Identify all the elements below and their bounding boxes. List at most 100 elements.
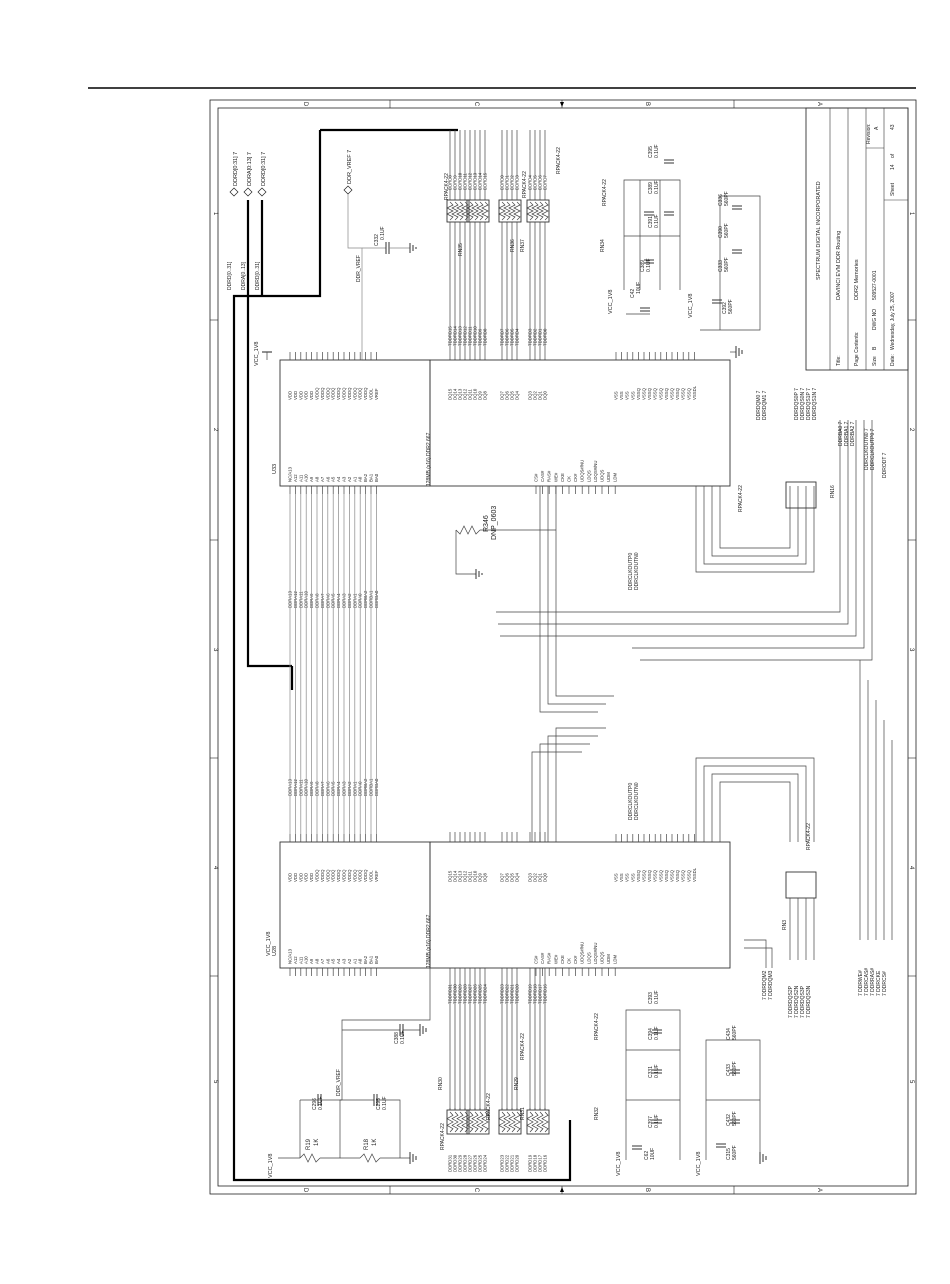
u28-pin-addr: A1 — [352, 958, 357, 964]
c390u-ref: C389 — [648, 182, 654, 194]
rpack-label-l4: RPACK4-22 — [594, 1013, 600, 1040]
ground-upper — [730, 346, 743, 358]
u28-pin-vss: VSSQ — [653, 869, 658, 882]
resistor-pack-element — [471, 1111, 479, 1133]
u33-pin-pwr: VDD — [288, 391, 293, 400]
u33-pin-dq: DQ15 — [448, 388, 453, 400]
r346-resistor — [455, 525, 556, 579]
net-drcke: 7 DDRCKE — [876, 970, 882, 996]
resistor-pack-element — [531, 1111, 539, 1133]
net-ba1: DDRBA1 7 — [844, 421, 850, 446]
u28-pin-dq: DQ2 — [533, 873, 538, 882]
rpack-label-u4: RPACK4-22 — [602, 179, 608, 206]
u28-pin-ctl: LDQS — [586, 952, 591, 964]
dq-net-label: DDRD21 — [510, 1154, 515, 1172]
r18-val: 1K — [372, 1139, 378, 1146]
dq-net-label: DDRD2 — [510, 175, 515, 190]
resistor-pack-element — [503, 201, 511, 221]
u33-pin-pwr: VDDQ — [347, 387, 352, 400]
lower-cap-network — [625, 1009, 767, 1164]
u28-pin-addr: A3 — [342, 958, 347, 964]
u33-pin-vss: VSSDL — [692, 385, 697, 400]
resistor-pack-element — [503, 1111, 511, 1133]
c315-val: 560PF — [732, 1145, 738, 1160]
rpack-label-l2: RPACK4-22 — [486, 1093, 492, 1120]
u33-pin-addr: A2 — [347, 476, 352, 482]
u33-pin-ctl: LDM — [613, 473, 618, 482]
zone-letter-a-bottom: A — [816, 1188, 822, 1192]
u33-pin-vss: VSSQ — [681, 387, 686, 400]
u33-right-signals — [496, 420, 873, 713]
u28-pin-pwr: VDDQ — [320, 869, 325, 882]
bus-label-ddra: DDRA[0..13] — [241, 261, 247, 290]
u33-pin-pwr: VDD — [309, 391, 314, 400]
net-dqs1p: DDRDQS1P 7 — [806, 388, 812, 420]
dq-net-label: DDRD31 — [448, 1154, 453, 1172]
c394-ref: C394 — [648, 1028, 654, 1040]
u28-pin-vss: VSSQ — [647, 869, 652, 882]
resistor-pack-body — [526, 1109, 550, 1135]
dq-net-label: DDRD9 — [453, 175, 458, 190]
net-clkp-u28: DDRCLKOUTP0 — [628, 783, 634, 820]
c432-val: 560PF — [732, 1111, 738, 1126]
page-contents-value: DDR2 Memories — [854, 259, 860, 300]
u28-body — [279, 841, 431, 969]
u28-pin-ctl: CK — [567, 958, 572, 964]
u33-pin-addr: A7 — [320, 476, 325, 482]
c390-val: 560PF — [724, 223, 730, 238]
c390-ref: C390 — [718, 226, 724, 238]
dq-net-label: DDRD14 — [478, 172, 483, 190]
net-dqm3: 7 DDRDQM3 — [768, 970, 774, 1000]
rn30: RN30 — [438, 1077, 444, 1090]
net-ba0: DDRBA0 7 — [838, 421, 844, 446]
u33-pin-pwr: VDD — [293, 391, 298, 400]
dq-net-label: DDRD0 — [500, 175, 505, 190]
zone-letter-b-bottom: B — [644, 1188, 650, 1192]
u28-pin-ctl: CKE — [560, 955, 565, 964]
dq-net-label: DDRD12 — [468, 172, 473, 190]
net-dqs0n: DDRDQS0N 7 — [800, 388, 806, 420]
dq-net-label: DDRD24 — [483, 1154, 488, 1172]
u33-pin-addr: A6 — [325, 476, 330, 482]
u33-refdes: U33 — [272, 464, 278, 474]
u33-pin-addr: BA0 — [374, 473, 379, 482]
u28-pin-ctl: CK# — [573, 955, 578, 964]
u28-pin-addr: A12 — [293, 956, 298, 964]
u33-pin-pwr: VDDQ — [363, 387, 368, 400]
u28-pin-dq: DQ1 — [538, 873, 543, 882]
u33-pin-ctl: CK — [567, 476, 572, 482]
inner-frame — [217, 107, 909, 1187]
resistor-pack-element — [456, 1111, 464, 1133]
c393-ref: C393 — [648, 992, 654, 1004]
u28-pin-addr: A8 — [315, 958, 320, 964]
r346-val: DNP_0603 — [491, 506, 498, 540]
c397-ref: C397 — [648, 1116, 654, 1128]
sheet-total: 43 — [890, 124, 896, 130]
u33-pin-pwr: VDDQ — [336, 387, 341, 400]
center-arrow-bottom — [560, 1187, 564, 1192]
u28-body-ext — [429, 841, 731, 969]
dwg-value: 509527-0001 — [872, 270, 878, 300]
dq-net-label: DDRD13 — [473, 172, 478, 190]
zone-num-3-left: 3 — [212, 648, 218, 652]
u33-pin-pwr: VDDQ — [331, 387, 336, 400]
u33-pin-dq: DQ9 — [478, 391, 483, 400]
u28-pin-addr: BA2 — [363, 955, 368, 964]
dq-net-label: DDRD22 — [505, 1154, 510, 1172]
u33-pin-dq: DQ4 — [515, 391, 520, 400]
u33-pin-addr: A5 — [331, 476, 336, 482]
bus-label-ddrd: DDRD[0..31] — [227, 261, 233, 290]
dq-net-label: DDRD4 — [528, 175, 533, 190]
dq-net-label: DDRD27 — [468, 1154, 473, 1172]
u28-pin-dq: DQ8 — [483, 873, 488, 882]
port-ddrd: DDRD[0:31] 7 — [233, 152, 239, 186]
dq-net-label: DDRD23 — [500, 1154, 505, 1172]
net-clkp-u33: DDRCLKOUTP0 — [628, 553, 634, 590]
c397-val: 0.1UF — [654, 1114, 660, 1128]
u28-pin-addr: A5 — [331, 958, 336, 964]
u33-pin-vss: VSSQ — [686, 387, 691, 400]
net-drras: 7 DDRRAS# — [870, 968, 876, 996]
